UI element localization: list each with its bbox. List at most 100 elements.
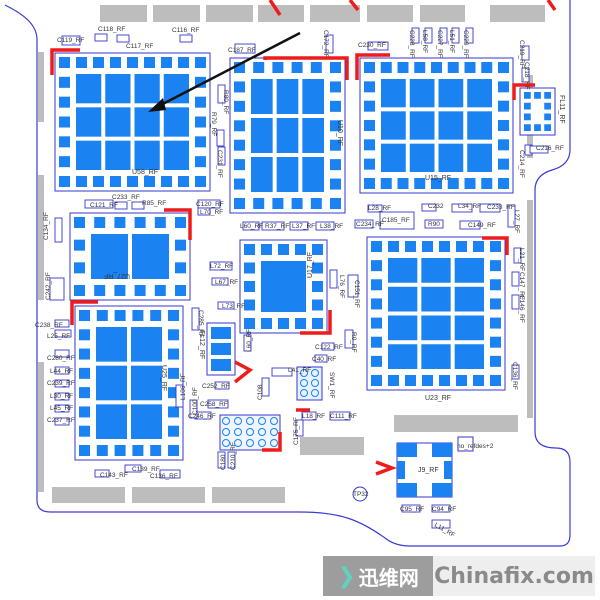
center-pad (276, 118, 299, 153)
center-pad (302, 118, 324, 153)
pad (388, 375, 399, 386)
passive-outline (344, 329, 354, 349)
pad (371, 336, 382, 348)
passive-label: C151_RF (353, 280, 360, 308)
passive-outline (54, 404, 70, 413)
passive-outline (354, 219, 374, 229)
pad (431, 178, 442, 189)
pad (498, 178, 509, 189)
pad (490, 375, 501, 386)
passive-label: C134_RF (43, 212, 50, 240)
pad (168, 348, 179, 360)
passive-label: C214_RF (518, 150, 525, 178)
center-pad (409, 111, 435, 140)
pad (244, 244, 255, 255)
center-pad (454, 315, 484, 341)
center-pad (76, 107, 102, 137)
chip-u15: U15_RF (359, 57, 514, 194)
pad (310, 198, 322, 209)
passive-c227-rf (439, 27, 448, 44)
chip-label: U58_RF (132, 169, 158, 176)
passive-label: L60_RF (240, 223, 263, 230)
chip-label: J9_RF (418, 467, 439, 474)
passive-outline (261, 377, 270, 397)
pad (154, 285, 166, 296)
passive-r85-rf (131, 201, 145, 210)
passive-l60-rf (243, 334, 252, 352)
passive-label: C172_RF (322, 30, 329, 58)
passive-outline (411, 27, 420, 44)
center-pad (134, 74, 160, 104)
red-marker (164, 208, 192, 240)
chip-u23: U23_RF (366, 236, 506, 402)
passive-outline (451, 203, 473, 213)
passive-label: C117_RF (126, 43, 153, 50)
watermark-logo: ❯迅维网 Chinafix.com (323, 556, 595, 596)
pad (59, 176, 70, 187)
passive-label: C237_RF (47, 417, 75, 424)
pad (234, 198, 245, 209)
red-marker (355, 53, 390, 80)
passive-outline (329, 269, 338, 289)
pin (234, 439, 242, 447)
center-pad (388, 344, 418, 369)
center-pad (211, 359, 231, 371)
passive-label: C175_RF (293, 417, 300, 445)
keepout-bar (310, 5, 360, 22)
passive-label: L27_RF (513, 210, 520, 233)
pad (234, 178, 245, 190)
passive-outline (459, 220, 481, 230)
pad (456, 241, 467, 252)
keepout-bar (38, 175, 44, 300)
pad (312, 299, 323, 311)
passive-c234-rf (354, 219, 374, 229)
keepout-bar (38, 362, 44, 492)
pad (481, 62, 493, 73)
red-marker (262, 432, 282, 452)
pad (132, 310, 144, 321)
center-pad (211, 343, 231, 355)
center-pad (454, 344, 484, 369)
passive-outline (217, 451, 226, 469)
center-pad (251, 118, 273, 153)
switch-sw1: SW1_RF (296, 366, 335, 401)
pad (127, 176, 138, 187)
passive-outline (94, 33, 108, 42)
passive-label: C111_RF (330, 413, 357, 420)
passive-c149-rf (459, 220, 481, 230)
passive-outline (54, 392, 70, 401)
pad (59, 156, 70, 168)
pad (330, 198, 341, 209)
pad (364, 158, 375, 170)
center-pad (276, 79, 299, 114)
pad (272, 198, 284, 209)
red-marker (50, 48, 80, 75)
pad (397, 461, 405, 479)
pad (195, 57, 206, 68)
passive-c40-rf (314, 354, 328, 363)
passive-c119-rf (61, 35, 81, 46)
pad (175, 262, 186, 274)
passive-label: L45_RF (50, 405, 73, 412)
passive-outline (314, 354, 328, 363)
center-pad (96, 365, 127, 401)
center-pad (454, 258, 484, 283)
passive-label: L41_RF (288, 367, 311, 374)
pad (371, 298, 382, 310)
center-pad (381, 111, 406, 140)
pad (93, 176, 104, 187)
pin (270, 417, 278, 425)
pad (444, 461, 452, 479)
pad (74, 217, 85, 228)
passive-l51-rf (451, 27, 460, 44)
pad (93, 57, 104, 68)
pad (178, 176, 189, 187)
passive-outline (401, 504, 421, 513)
pad (244, 262, 255, 274)
passive-outline (84, 199, 114, 209)
pad (524, 102, 531, 110)
pad (431, 62, 442, 73)
passive-c231-rf (217, 146, 226, 166)
passive-outline (271, 367, 293, 377)
